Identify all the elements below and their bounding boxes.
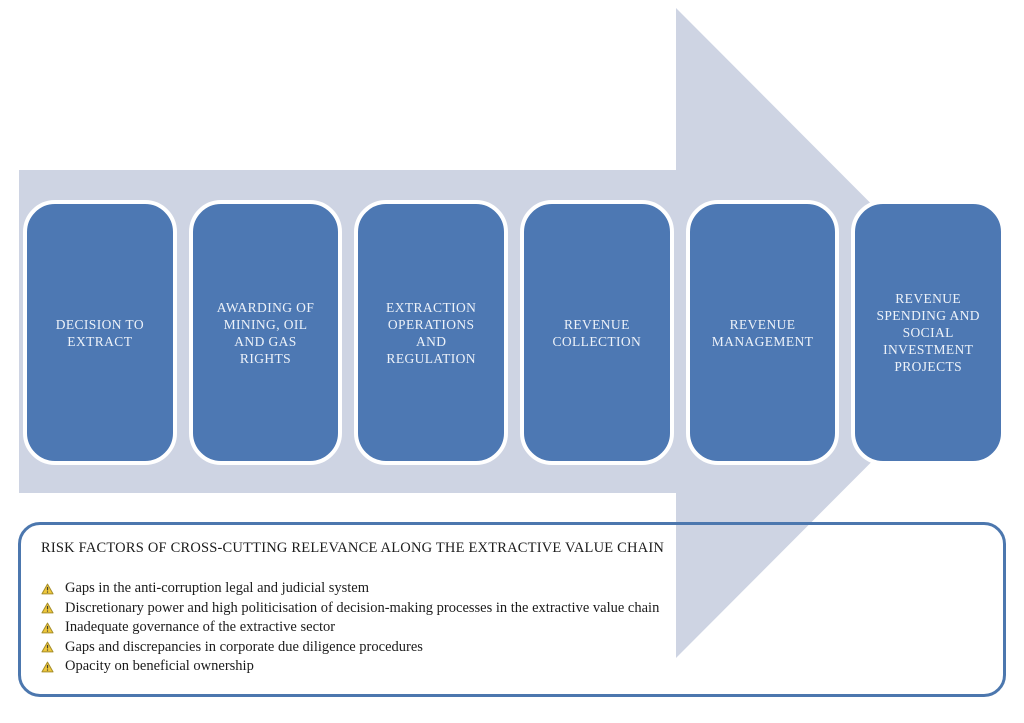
stage-revenue-collection: REVENUE COLLECTION xyxy=(520,200,674,465)
risk-item: Inadequate governance of the extractive … xyxy=(41,618,983,638)
stage-label: REVENUE COLLECTION xyxy=(552,316,642,349)
risk-item: Gaps and discrepancies in corporate due … xyxy=(41,638,983,658)
risk-panel-title: RISK FACTORS OF CROSS-CUTTING RELEVANCE … xyxy=(41,540,665,556)
block-arrow-shape xyxy=(19,8,1000,658)
stage-awarding-of-rights: AWARDING OF MINING, OIL AND GAS RIGHTS xyxy=(188,200,343,465)
stage-label: DECISION TO EXTRACT xyxy=(55,316,144,349)
risk-item-text: Gaps and discrepancies in corporate due … xyxy=(65,638,423,655)
warning-triangle-icon xyxy=(41,583,54,595)
risk-item: Opacity on beneficial ownership xyxy=(41,657,983,677)
risk-item-text: Discretionary power and high politicisat… xyxy=(65,599,660,616)
stage-label: REVENUE SPENDING AND SOCIAL INVESTMENT P… xyxy=(876,291,980,374)
risk-factors-panel: RISK FACTORS OF CROSS-CUTTING RELEVANCE … xyxy=(18,522,1006,697)
risk-item-text: Inadequate governance of the extractive … xyxy=(65,619,336,636)
warning-triangle-icon xyxy=(41,602,54,614)
risk-factors-list: Gaps in the anti-corruption legal and ju… xyxy=(41,579,983,677)
warning-triangle-icon xyxy=(41,661,54,673)
value-chain-stages: DECISION TO EXTRACT AWARDING OF MINING, … xyxy=(23,200,1006,465)
stage-extraction-operations: EXTRACTION OPERATIONS AND REGULATION xyxy=(354,200,509,465)
warning-triangle-icon xyxy=(41,641,54,653)
risk-item-text: Opacity on beneficial ownership xyxy=(65,658,254,675)
stage-revenue-management: REVENUE MANAGEMENT xyxy=(685,200,840,465)
warning-triangle-icon xyxy=(41,622,54,634)
risk-item-text: Gaps in the anti-corruption legal and ju… xyxy=(65,580,370,597)
stage-decision-to-extract: DECISION TO EXTRACT xyxy=(23,200,177,465)
risk-item: Discretionary power and high politicisat… xyxy=(41,599,983,619)
stage-revenue-spending: REVENUE SPENDING AND SOCIAL INVESTMENT P… xyxy=(851,200,1006,465)
stage-label: EXTRACTION OPERATIONS AND REGULATION xyxy=(386,299,477,366)
stage-label: REVENUE MANAGEMENT xyxy=(711,316,814,349)
risk-item: Gaps in the anti-corruption legal and ju… xyxy=(41,579,983,599)
stage-label: AWARDING OF MINING, OIL AND GAS RIGHTS xyxy=(216,299,315,366)
